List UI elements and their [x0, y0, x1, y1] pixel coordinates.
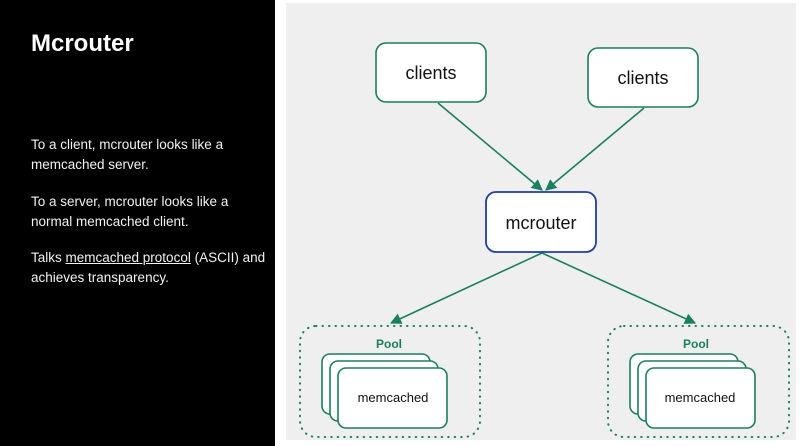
memcached-server-2: [645, 367, 756, 429]
client-label-1: clients: [405, 63, 456, 83]
pool-2: Pool memcached: [607, 325, 790, 438]
memcached-server-1: [337, 367, 448, 429]
mcrouter-label: mcrouter: [505, 213, 576, 233]
client-node-1: clients: [375, 42, 487, 103]
paragraph-protocol: Talks memcached protocol (ASCII) and ach…: [31, 248, 271, 288]
memcached-protocol-link[interactable]: memcached protocol: [65, 250, 191, 265]
client-label-2: clients: [617, 68, 668, 88]
diagram-panel: clients clients mcrouter Pool memcached …: [286, 3, 796, 440]
architecture-diagram: clients clients mcrouter Pool memcached …: [299, 42, 790, 438]
paragraph-client-view: To a client, mcrouter looks like a memca…: [31, 137, 224, 172]
arrow-client1-to-router: [437, 102, 543, 191]
protocol-prefix: Talks: [31, 250, 66, 265]
arrow-router-to-pool2: [541, 252, 697, 324]
client-node-2: clients: [587, 47, 699, 108]
paragraph-server-view: To a server, mcrouter looks like a norma…: [31, 194, 229, 229]
protocol-suffix: (ASCII) and achieves transparency.: [31, 250, 266, 285]
memcached-label-1: memcached: [358, 390, 429, 405]
arrow-router-to-pool1: [389, 252, 543, 324]
memcached-label-2: memcached: [665, 390, 736, 405]
arrow-client2-to-router: [545, 107, 645, 191]
pool-title-1: Pool: [376, 337, 402, 351]
pool-title-2: Pool: [683, 337, 709, 351]
text-panel: Mcrouter To a client, mcrouter looks lik…: [0, 0, 275, 446]
mcrouter-node: mcrouter: [485, 191, 597, 253]
pool-1: Pool memcached: [299, 325, 481, 438]
slide-title: Mcrouter: [31, 30, 134, 57]
